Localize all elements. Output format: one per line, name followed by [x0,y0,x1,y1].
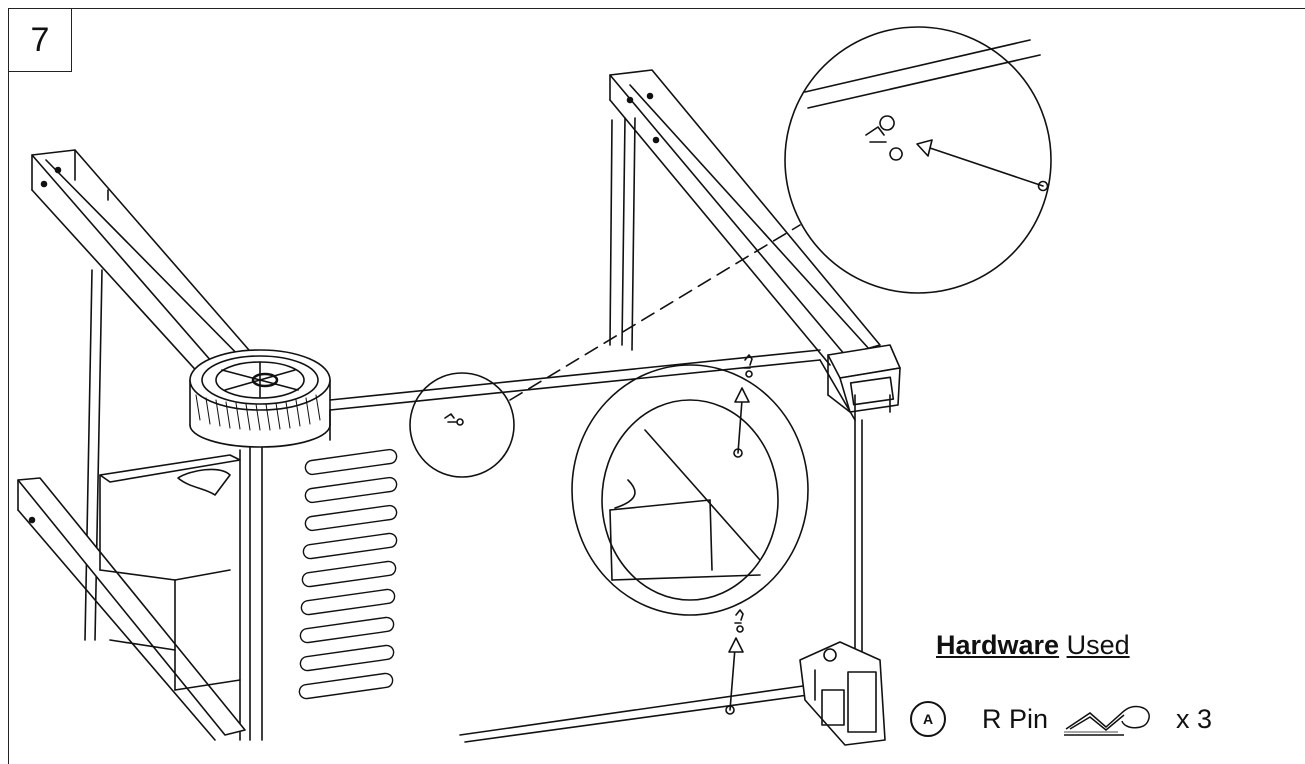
firebox [99,454,241,691]
step-number-box: 7 [8,8,72,72]
left-front-leg [239,439,263,741]
wheel [189,349,331,448]
hardware-title-bold: Hardware [936,630,1060,660]
detail-magnified [784,26,1052,294]
step-number: 7 [30,20,50,59]
hardware-item-name: R Pin [982,703,1049,734]
r-pin-left [444,413,464,426]
hardware-letter-badge: A [910,701,946,737]
arrow-lower [725,637,744,715]
left-rear-leg [84,189,109,641]
back-panel-top-rail [329,349,821,411]
corner-bracket-top [827,344,901,421]
r-pin-upper [743,354,753,378]
step-frame [8,8,1305,764]
vent-slots [298,448,398,700]
r-pin-icon [1064,705,1150,736]
hardware-item-row: A R Pin x 3 [910,698,1212,740]
r-pin-lower [734,609,744,633]
corner-bracket-bottom [799,641,886,746]
hardware-item-qty: x 3 [1176,703,1213,734]
rear-left-post [609,117,636,351]
bottom-rail [459,684,811,743]
hardware-title-rest: Used [1066,630,1130,660]
back-panel [329,359,863,656]
hardware-used-title: Hardware Used [936,630,1130,661]
round-opening [571,364,809,616]
arrow-upper [733,387,750,458]
detail-callout-small [409,224,801,478]
rear-top-beam [609,69,881,366]
hardware-letter: A [922,711,934,727]
left-bottom-rail [17,477,246,741]
